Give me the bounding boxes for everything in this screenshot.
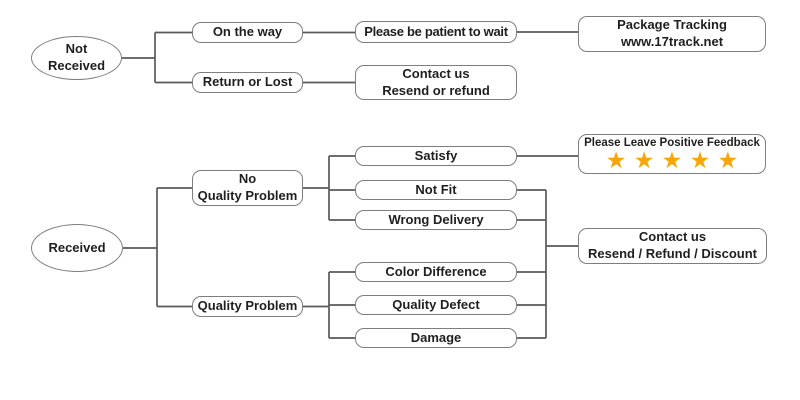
node-return-or-lost: Return or Lost (192, 72, 303, 93)
node-color-difference: Color Difference (355, 262, 517, 282)
node-positive-feedback: Please Leave Positive Feedback ★★★★★ (578, 134, 766, 174)
node-damage: Damage (355, 328, 517, 348)
node-received: Received (31, 224, 123, 272)
node-quality-problem: Quality Problem (192, 296, 303, 317)
node-satisfy: Satisfy (355, 146, 517, 166)
node-please-be-patient: Please be patient to wait (355, 21, 517, 43)
node-package-tracking: Package Tracking www.17track.net (578, 16, 766, 52)
connector-quality-problem-branch (303, 271, 355, 339)
node-wrong-delivery: Wrong Delivery (355, 210, 517, 230)
connector-not-received-stem (122, 31, 192, 84)
node-no-quality-problem: No Quality Problem (192, 170, 303, 206)
connector-collector-to-contact-discount (517, 189, 578, 339)
node-on-the-way: On the way (192, 22, 303, 43)
five-star-rating-icon: ★★★★★ (607, 149, 747, 172)
node-not-received: Not Received (31, 36, 122, 80)
node-contact-us-resend-or-refund: Contact us Resend or refund (355, 65, 517, 100)
node-contact-us-resend-refund-discount: Contact us Resend / Refund / Discount (578, 228, 767, 264)
connector-received-stem (123, 187, 192, 308)
node-not-fit: Not Fit (355, 180, 517, 200)
positive-feedback-label: Please Leave Positive Feedback (584, 137, 760, 150)
node-quality-defect: Quality Defect (355, 295, 517, 315)
connector-no-quality-problem-branch (303, 155, 355, 221)
